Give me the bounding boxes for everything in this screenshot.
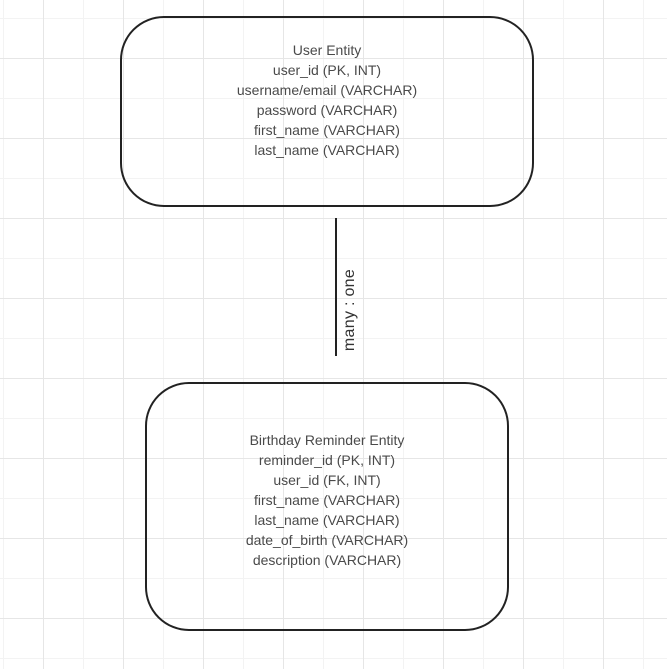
birthday-reminder-entity-content: Birthday Reminder Entity reminder_id (PK…: [246, 430, 408, 570]
birthday-reminder-field-reminder-id: reminder_id (PK, INT): [258, 451, 396, 468]
birthday-reminder-field-date-of-birth: date_of_birth (VARCHAR): [245, 531, 409, 548]
birthday-reminder-field-description: description (VARCHAR): [252, 551, 402, 568]
relationship-connector-line[interactable]: [335, 218, 337, 356]
relationship-label: many : one: [341, 268, 358, 352]
user-entity-box[interactable]: User Entity user_id (PK, INT) username/e…: [120, 16, 534, 207]
birthday-reminder-field-user-id: user_id (FK, INT): [273, 471, 381, 488]
birthday-reminder-entity-box[interactable]: Birthday Reminder Entity reminder_id (PK…: [145, 382, 509, 631]
user-entity-content: User Entity user_id (PK, INT) username/e…: [237, 40, 417, 160]
birthday-reminder-entity-title: Birthday Reminder Entity: [249, 431, 405, 448]
user-entity-field-first-name: first_name (VARCHAR): [253, 121, 400, 138]
user-entity-field-user-id: user_id (PK, INT): [272, 61, 382, 78]
user-entity-field-username-email: username/email (VARCHAR): [236, 81, 418, 98]
birthday-reminder-field-first-name: first_name (VARCHAR): [254, 491, 400, 508]
user-entity-field-last-name: last_name (VARCHAR): [254, 141, 400, 158]
user-entity-title: User Entity: [292, 41, 362, 58]
user-entity-field-password: password (VARCHAR): [256, 101, 398, 118]
birthday-reminder-field-last-name: last_name (VARCHAR): [254, 511, 400, 528]
